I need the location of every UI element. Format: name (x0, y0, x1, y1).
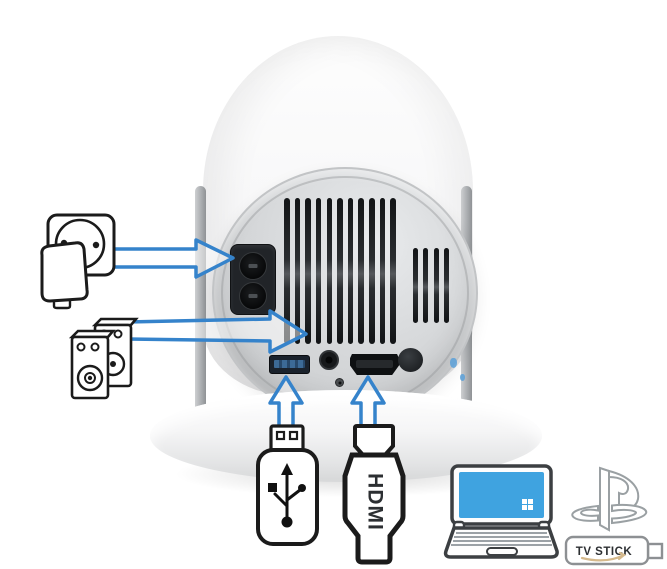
audio-jack-port (319, 350, 339, 370)
speakers-icon (68, 317, 139, 400)
tv-stick-label: TV STICK (576, 546, 633, 558)
usb-drive-icon (256, 424, 319, 546)
screw-hole (335, 378, 344, 387)
vent-slot (413, 248, 418, 323)
smile-swoosh-icon (580, 551, 627, 562)
blue-reflection-mark (450, 358, 457, 368)
vent-slot (433, 248, 439, 323)
rear-panel (212, 167, 478, 419)
laptop-icon (443, 464, 559, 559)
vent-slot (369, 198, 375, 344)
right-vents (413, 248, 449, 323)
vent-slot (294, 198, 301, 344)
hdmi-cable-icon: HDMI (342, 424, 406, 565)
vent-slot (347, 198, 354, 344)
ir-sensor (398, 348, 423, 372)
center-vents (284, 198, 396, 344)
usb-a-port (269, 355, 310, 374)
hdmi-port (350, 354, 399, 375)
vent-slot (326, 198, 333, 344)
vent-slot (423, 248, 429, 323)
vent-slot (315, 198, 322, 344)
power-inlet-pin-top (239, 252, 267, 280)
vent-slot (358, 198, 364, 344)
vent-slot (443, 248, 449, 323)
hdmi-label: HDMI (363, 473, 386, 531)
vent-slot (305, 198, 311, 344)
playstation-logo-icon (571, 466, 648, 532)
blue-reflection-mark (460, 374, 465, 381)
power-plug-icon (40, 213, 116, 310)
power-inlet-pin-bottom (239, 282, 267, 310)
stand-rail-left (195, 186, 206, 436)
vent-slot (284, 198, 290, 344)
power-inlet (230, 244, 276, 315)
vent-slot (379, 198, 386, 344)
vent-slot (390, 198, 396, 344)
tv-stick-icon: TV STICK (564, 535, 664, 566)
windows-logo-icon (522, 499, 533, 510)
vent-slot (337, 198, 343, 344)
